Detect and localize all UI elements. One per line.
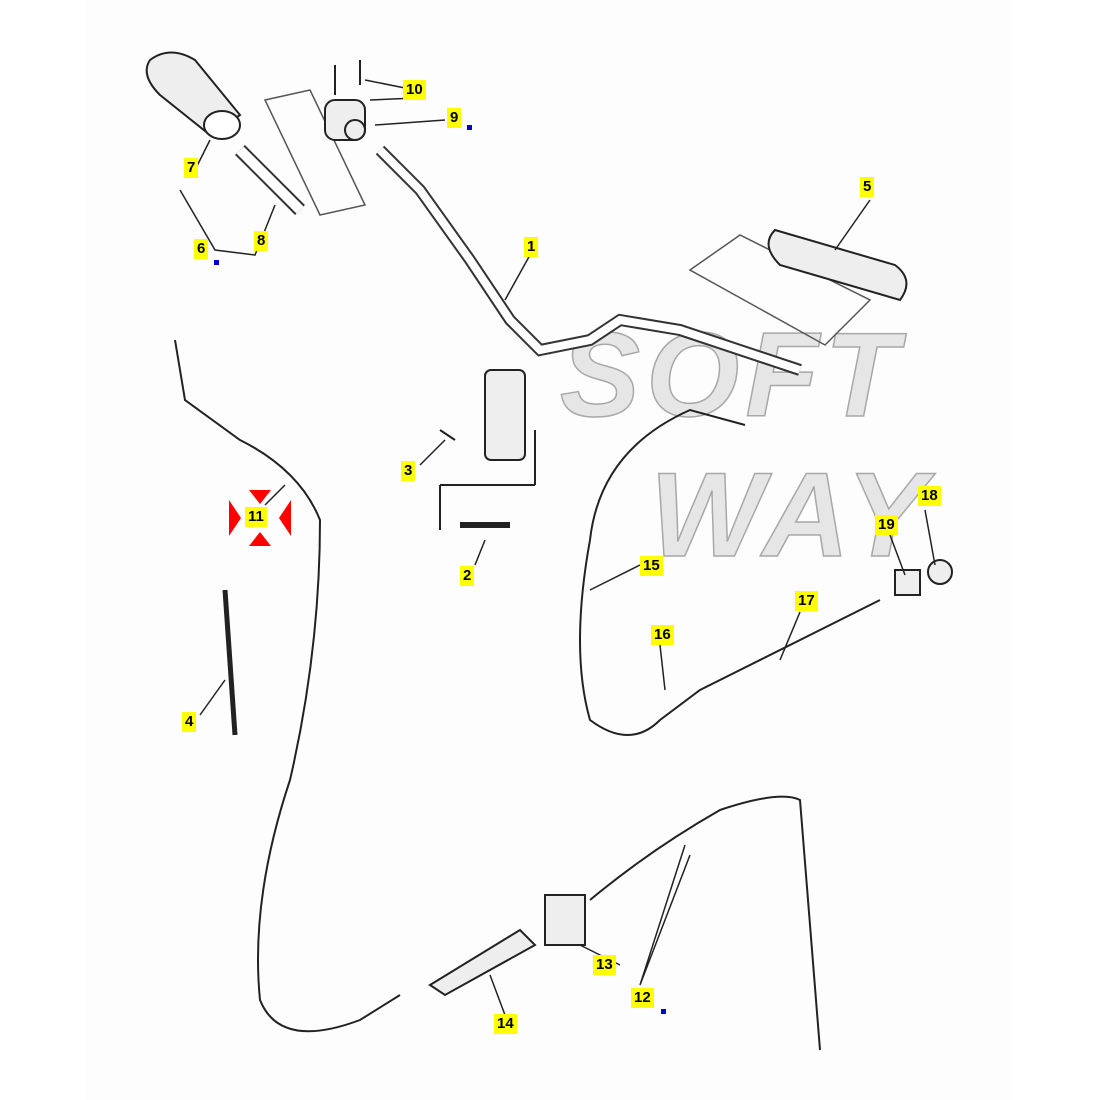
callout-3[interactable]: 3	[401, 461, 416, 481]
cable-15	[579, 408, 881, 736]
callout-19[interactable]: 19	[875, 515, 898, 535]
callout-5[interactable]: 5	[860, 177, 875, 197]
callout-13[interactable]: 13	[593, 955, 616, 975]
note-marker-9	[467, 125, 472, 130]
callout-6[interactable]: 6	[194, 239, 209, 259]
callout-1[interactable]: 1	[524, 237, 539, 257]
callout-2[interactable]: 2	[460, 566, 475, 586]
callout-10[interactable]: 10	[403, 80, 426, 100]
callout-8[interactable]: 8	[254, 231, 269, 251]
callout-18[interactable]: 18	[918, 486, 941, 506]
watermark-soft: SOFT	[559, 308, 904, 442]
note-marker-12	[661, 1009, 666, 1014]
callout-17[interactable]: 17	[795, 591, 818, 611]
callout-16[interactable]: 16	[651, 625, 674, 645]
cable-11	[174, 339, 401, 1033]
callout-12[interactable]: 12	[631, 988, 654, 1008]
callout-14[interactable]: 14	[494, 1014, 517, 1034]
grip-right	[767, 228, 908, 302]
callout-11[interactable]: 11	[245, 507, 267, 527]
callout-7[interactable]: 7	[184, 158, 199, 178]
callout-15[interactable]: 15	[640, 556, 663, 576]
callout-4[interactable]: 4	[182, 712, 197, 732]
note-marker-6	[214, 260, 219, 265]
cable-12	[589, 795, 821, 1051]
selected-marker	[229, 490, 291, 546]
callout-9[interactable]: 9	[447, 108, 462, 128]
